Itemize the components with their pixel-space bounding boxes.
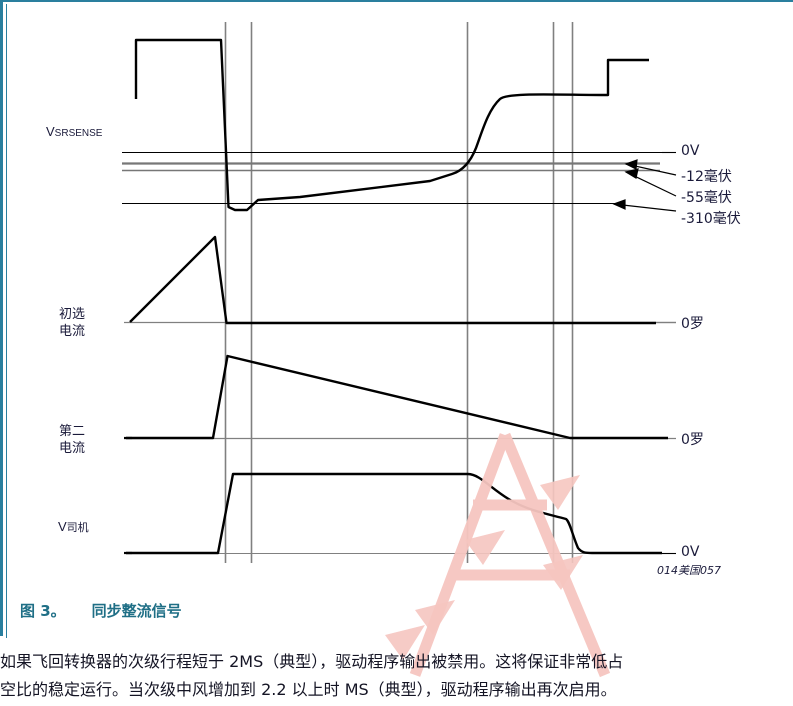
body-paragraph-line-1: 如果飞回转换器的次级行程短于 2MS（典型），驱动程序输出被禁用。这将保证非常低… <box>0 652 624 671</box>
body-paragraph: 如果飞回转换器的次级行程短于 2MS（典型），驱动程序输出被禁用。这将保证非常低… <box>0 648 793 703</box>
body-paragraph-line-2: 空比的稳定运行。当次级中风增加到 2.2 以上时 MS（典型），驱动程序输出再次… <box>0 679 617 699</box>
label-vsrsense-sub: SRSENSE <box>54 128 103 139</box>
label-primary-current-line1: 初选 <box>58 307 85 322</box>
waveform-plot <box>122 22 677 563</box>
figure-caption-number: 图 3。 <box>20 602 66 620</box>
label-neg55mv: -55毫伏 <box>681 190 732 206</box>
label-neg310mv: -310毫伏 <box>681 211 741 227</box>
vdriver-trace <box>126 472 662 555</box>
label-secondary-current-line2: 电流 <box>58 440 85 456</box>
label-primary-current-line2: 电流 <box>58 323 85 339</box>
figure-block <box>0 0 793 638</box>
figure-code: 014美国057 <box>657 564 721 577</box>
label-vdriver: V司机 <box>58 519 89 535</box>
label-secondary-current-line1: 第二 <box>58 424 85 439</box>
label-primary-zero: 0罗 <box>681 316 704 332</box>
figure-left-rule <box>6 4 7 638</box>
vsrsense-reference-lines-left <box>122 151 242 205</box>
primary-current-trace <box>129 235 656 325</box>
secondary-current-trace <box>126 354 668 440</box>
label-secondary-zero: 0罗 <box>681 432 704 448</box>
label-0v-vdriver: 0V <box>681 544 700 560</box>
label-vdriver-sub: 司机 <box>66 522 89 534</box>
label-primary-current: 初选 电流 <box>42 307 102 341</box>
label-0v-vsrsense: 0V <box>681 143 700 159</box>
label-vdriver-main: V <box>58 519 67 534</box>
figure-caption: 图 3。 同步整流信号 <box>20 600 182 621</box>
vsrsense-trace <box>134 38 649 212</box>
vsrsense-callout-arrows <box>612 159 677 212</box>
label-vsrsense-main: V <box>46 124 55 139</box>
vsrsense-reference-lines <box>242 151 676 205</box>
label-vsrsense: VSRSENSE <box>46 124 103 140</box>
figure-caption-title: 同步整流信号 <box>91 602 182 620</box>
label-neg12mv: -12毫伏 <box>681 169 732 185</box>
vertical-gridlines <box>224 22 574 563</box>
zero-line-left-ticks <box>124 436 132 555</box>
label-secondary-current: 第二 电流 <box>42 424 102 458</box>
